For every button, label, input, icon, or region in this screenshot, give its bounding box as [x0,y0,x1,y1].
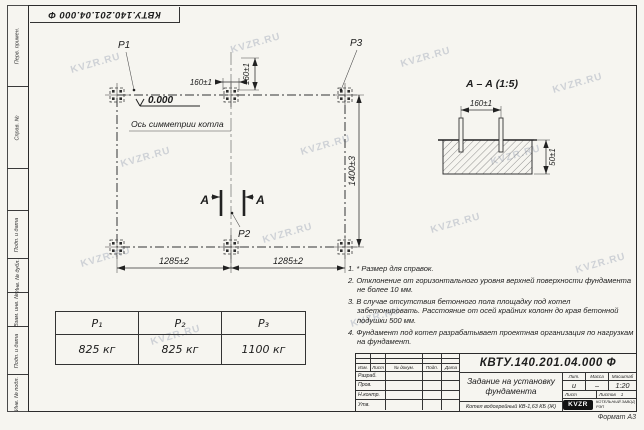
section-letter: А [255,193,265,207]
load-label-p3: P3 [350,38,363,49]
margin-field-label: Взам. инв. № [14,292,21,327]
dim-bay-left: 1285±2 [159,256,189,266]
anchor-bolt [498,117,504,153]
corner-doc-number: КВТУ.140.201.04.000 Ф [29,6,180,23]
load-label-p2: P2 [238,229,251,240]
sheet-label: Лист [565,391,577,397]
title-block-revision-grid: Изм. Лист № докум. Подп. Дата Разраб. Пр… [356,354,460,411]
company-logo: KVZR [563,399,593,410]
col-izm: Изм. [356,364,371,371]
note-item: 2. Отклонение от горизонтального уровня … [348,275,632,295]
company-cell: KVZR КОТЕЛЬНЫЙ ЗАВОД РЭП [563,399,636,412]
technical-notes: 1. * Размер для справок. 2. Отклонение о… [348,264,634,349]
dim-bay-right: 1285±2 [273,256,303,266]
mass-label: Масса [586,373,609,380]
format-label: Формат А3 [597,414,636,421]
margin-field: Перв. примен. [7,5,28,87]
margin-field-label: Перв. примен. [14,27,21,64]
role-label: Утв. [356,400,386,410]
anchor-bolt [458,117,464,153]
detail-title: А – А (1:5) [465,78,518,90]
role-label: Пров. [356,381,386,390]
sheets-row: Лист Листов 1 [563,391,636,399]
column-marker [218,82,244,108]
technical-drawing: 1285±2 1285±2 1400±3 160±1 160±1 0.000 О… [104,38,557,273]
company-name: КОТЕЛЬНЫЙ ЗАВОД РЭП [596,399,635,409]
sheet-inner-frame [28,5,637,412]
doc-name-cell: Задание на установку фундамента Котел во… [460,373,563,411]
margin-field-label: Подп. и дата [14,333,21,368]
gost-margin-column: Перв. примен. Справ. № Подп. и дата Инв.… [7,5,28,412]
lit-value: и [563,380,586,390]
col-list: Лист [371,364,386,371]
revision-row [356,359,459,364]
note-item: 3. В случае отсутствия бетонного пола пл… [348,296,619,325]
margin-field: Взам. инв. № [7,292,28,327]
role-label: Н.контр. [356,390,386,399]
note-item: 4. Фундамент под котел разрабатывает про… [348,327,634,347]
load-table-value: 1100 кг [241,343,286,356]
col-data: Дата [444,364,458,370]
dim-bolt-width: 160±1 [190,78,212,87]
leader-dot [132,88,136,92]
mass-value: – [586,380,609,390]
leader-dot [339,88,343,92]
level-mark-tick [139,98,145,107]
margin-field-label: Инв. № дубл. [14,258,21,293]
dim-depth: 1400±3 [347,156,357,186]
revision-row [356,354,459,359]
col-docnum: № докум. [386,364,423,371]
role-row: Утв. [356,400,459,410]
load-label-p1: P1 [118,40,130,51]
role-row: Пров. [356,381,459,391]
margin-field-label: Инв. № подл. [14,376,21,411]
detail-dim-width: 160±1 [470,99,492,108]
level-mark-value: 0.000 [148,95,173,106]
load-table-header: Р₂ [139,312,222,335]
scale-label: Масштаб [611,373,634,379]
title-block-main: КВТУ.140.201.04.000 Ф Задание на установ… [460,354,636,411]
doc-number: КВТУ.140.201.04.000 Ф [460,354,636,373]
axis-label: Ось симметрии котла [131,119,224,129]
scale-value: 1:20 [615,380,630,390]
load-table-value: 825 кг [56,335,139,364]
load-table: Р₁ Р₂ Р₃ 825 кг 825 кг 1100 кг [55,311,306,365]
leader-line [231,212,241,228]
sheets-label: Листов [599,391,616,397]
margin-field: Инв. № дубл. [7,259,28,293]
dim-bolt-height: 160±1 [242,63,251,85]
note-item: 1. * Размер для справок. [348,264,434,273]
title-block: Изм. Лист № докум. Подп. Дата Разраб. Пр… [355,353,637,412]
revision-header-row: Изм. Лист № докум. Подп. Дата [356,364,459,372]
detail-dim-height: 50±1 [548,148,557,166]
leader-line [125,51,135,91]
leader-line [340,49,358,91]
sheets-value: 1 [620,391,624,397]
col-podp: Подп. [423,364,442,371]
role-row: Разраб. [356,371,459,381]
doc-title: Задание на установку фундамента [467,376,555,396]
lit-label: Лит. [563,373,586,380]
load-table-header: Р₃ [222,312,305,335]
lit-mass-scale-values: и – 1:20 [563,380,636,391]
role-label: Разраб. [356,371,386,380]
margin-field: Инв. № подл. [7,375,28,412]
margin-field [7,169,28,211]
margin-field: Справ. № [7,87,28,169]
load-table-value: 825 кг [139,335,222,364]
margin-field: Подп. и дата [7,211,28,259]
column-marker [104,82,130,108]
level-mark-tick [135,98,141,107]
concrete-section [442,139,533,175]
lit-mass-scale-headers: Лит. Масса Масштаб [563,373,636,381]
margin-field-label: Подп. и дата [14,217,21,252]
role-row: Н.контр. [356,390,459,400]
title-block-right-column: Лит. Масса Масштаб и – 1:20 Лист Листов … [563,373,636,411]
leader-dot [230,211,234,215]
section-letter: А [199,193,209,207]
margin-field-label: Справ. № [14,115,21,140]
margin-field: Подп. и дата [7,327,28,375]
load-table-header: Р₁ [56,312,139,335]
product-name: Котел водогрейный КВ-1,63 КБ (Ж) [460,401,562,411]
